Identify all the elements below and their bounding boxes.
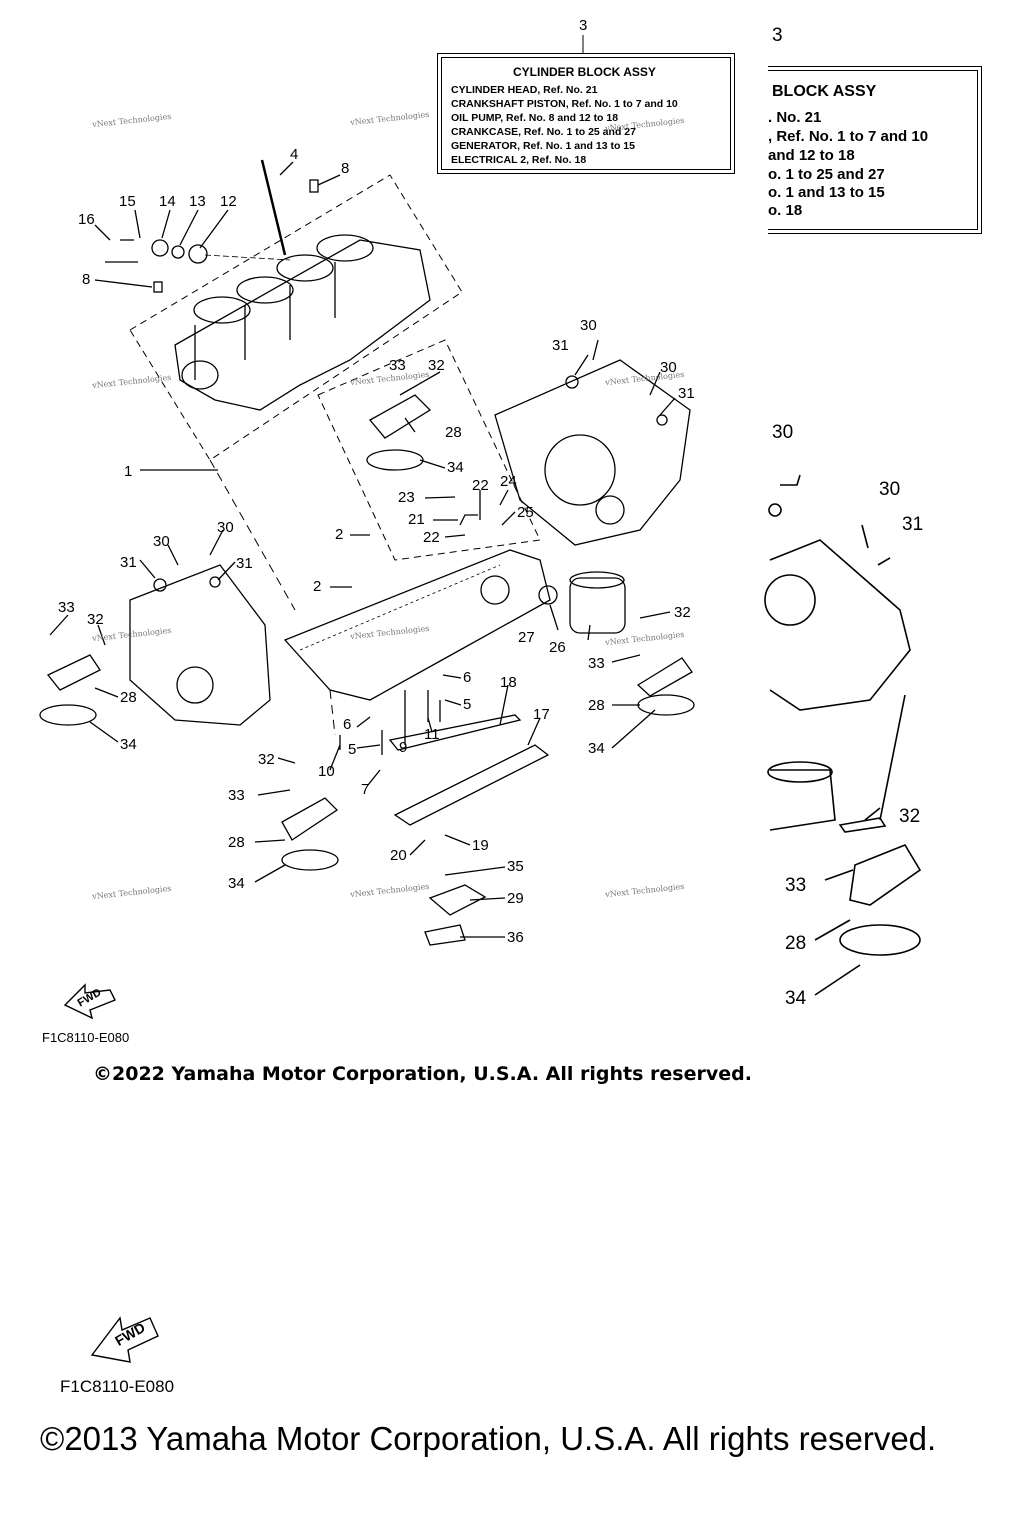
zoom-callout-number: 34 [785, 988, 807, 1009]
zoom-label-box-line: . No. 21 [768, 109, 822, 126]
callout-number: 18 [500, 674, 517, 691]
callout-number: 36 [507, 929, 524, 946]
callout-number: 22 [472, 477, 489, 494]
zoom-label-box-line: and 12 to 18 [768, 147, 855, 164]
zoom-label-box-line: o. 18 [768, 202, 803, 219]
callout-number: 20 [390, 847, 407, 864]
callout-number: 6 [463, 669, 472, 686]
callout-number: 30 [660, 359, 677, 376]
callout-number: 11 [424, 726, 440, 743]
callout-number: 17 [533, 706, 550, 723]
callout-number: 28 [120, 689, 137, 706]
label-box-line: OIL PUMP, Ref. No. 8 and 12 to 18 [451, 112, 619, 124]
label-box-line: GENERATOR, Ref. No. 1 and 13 to 15 [451, 140, 635, 152]
callout-number: 28 [588, 697, 605, 714]
callout-number: 8 [82, 271, 91, 288]
label-box-line: CRANKSHAFT PISTON, Ref. No. 1 to 7 and 1… [451, 98, 678, 110]
callout-number: 16 [78, 211, 95, 228]
zoom-callout-number: 30 [772, 422, 794, 443]
zoom-callout-number: 31 [902, 514, 924, 535]
callout-number: 29 [507, 890, 524, 907]
callout-number: 27 [518, 629, 535, 646]
zoom-label-box: BLOCK ASSY . No. 21 , Ref. No. 1 to 7 an… [768, 66, 982, 234]
cylinder-block-label-box: CYLINDER BLOCK ASSY CYLINDER HEAD, Ref. … [437, 53, 735, 174]
copyright-2022: ©2022 Yamaha Motor Corporation, U.S.A. A… [93, 1063, 752, 1085]
callout-number: 31 [120, 554, 137, 571]
zoom-callout-number: 33 [785, 875, 807, 896]
callout-number: 12 [220, 193, 237, 210]
copyright-2013: ©2013 Yamaha Motor Corporation, U.S.A. A… [40, 1420, 937, 1457]
callout-number: 33 [389, 357, 406, 374]
callout-number: 2 [335, 526, 344, 543]
callout-number: 2 [313, 578, 322, 595]
zoom-label-box-line: , Ref. No. 1 to 7 and 10 [768, 128, 929, 145]
callout-number: 7 [361, 781, 370, 798]
callout-number: 33 [58, 599, 75, 616]
callout-number: 31 [552, 337, 569, 354]
zoom-label-box-inner-border [768, 70, 978, 230]
callout-number: 23 [398, 489, 415, 506]
callout-number: 8 [341, 160, 350, 177]
callout-number: 33 [228, 787, 245, 804]
callout-number: 32 [258, 751, 275, 768]
callout-number: 33 [588, 655, 605, 672]
label-box-line: CRANKCASE, Ref. No. 1 to 25 and 27 [451, 126, 636, 138]
label-box-title: CYLINDER BLOCK ASSY [513, 65, 656, 79]
callout-number: 24 [500, 473, 517, 490]
label-box-ref: 3 [579, 17, 588, 34]
zoom-label-box-title: BLOCK ASSY [772, 83, 877, 100]
callout-number: 1 [124, 463, 133, 480]
callout-number: 31 [678, 385, 695, 402]
figure-code-large: F1C8110-E080 [60, 1377, 175, 1396]
callout-number: 26 [549, 639, 566, 656]
callout-number: 32 [428, 357, 445, 374]
callout-number: 34 [447, 459, 464, 476]
callout-number: 28 [445, 424, 462, 441]
callout-number: 15 [119, 193, 136, 210]
callout-number: 30 [580, 317, 597, 334]
callout-number: 28 [228, 834, 245, 851]
zoom-callout-number: 30 [879, 479, 901, 500]
callout-number: 30 [217, 519, 234, 536]
callout-number: 13 [189, 193, 206, 210]
zoom-callout-number: 28 [785, 933, 807, 954]
zoom-label-box-line: o. 1 and 13 to 15 [768, 184, 885, 201]
zoom-label-box-line: o. 1 to 25 and 27 [768, 166, 885, 183]
callout-number: 6 [343, 716, 352, 733]
callout-number: 5 [463, 696, 472, 713]
callout-number: 25 [517, 504, 534, 521]
label-box-line: ELECTRICAL 2, Ref. No. 18 [451, 154, 587, 166]
callout-number: 9 [399, 739, 408, 756]
callout-number: 32 [87, 611, 104, 628]
callout-number: 21 [408, 511, 425, 528]
callout-number: 34 [228, 875, 245, 892]
zoom-callout-number: 32 [899, 806, 921, 827]
callout-number: 31 [236, 555, 253, 572]
callout-number: 35 [507, 858, 524, 875]
figure-code: F1C8110-E080 [42, 1030, 130, 1045]
callout-number: 22 [423, 529, 440, 546]
callout-number: 30 [153, 533, 170, 550]
callout-number: 4 [290, 146, 299, 163]
label-box-line: CYLINDER HEAD, Ref. No. 21 [451, 84, 598, 96]
callout-number: 34 [588, 740, 605, 757]
callout-number: 34 [120, 736, 137, 753]
callout-number: 32 [674, 604, 691, 621]
callout-number: 19 [472, 837, 489, 854]
callout-number: 14 [159, 193, 176, 210]
callout-number: 10 [318, 763, 335, 780]
label-box-inner-border [441, 57, 731, 170]
callout-number: 5 [348, 741, 357, 758]
zoom-label-box-ref: 3 [772, 25, 783, 46]
